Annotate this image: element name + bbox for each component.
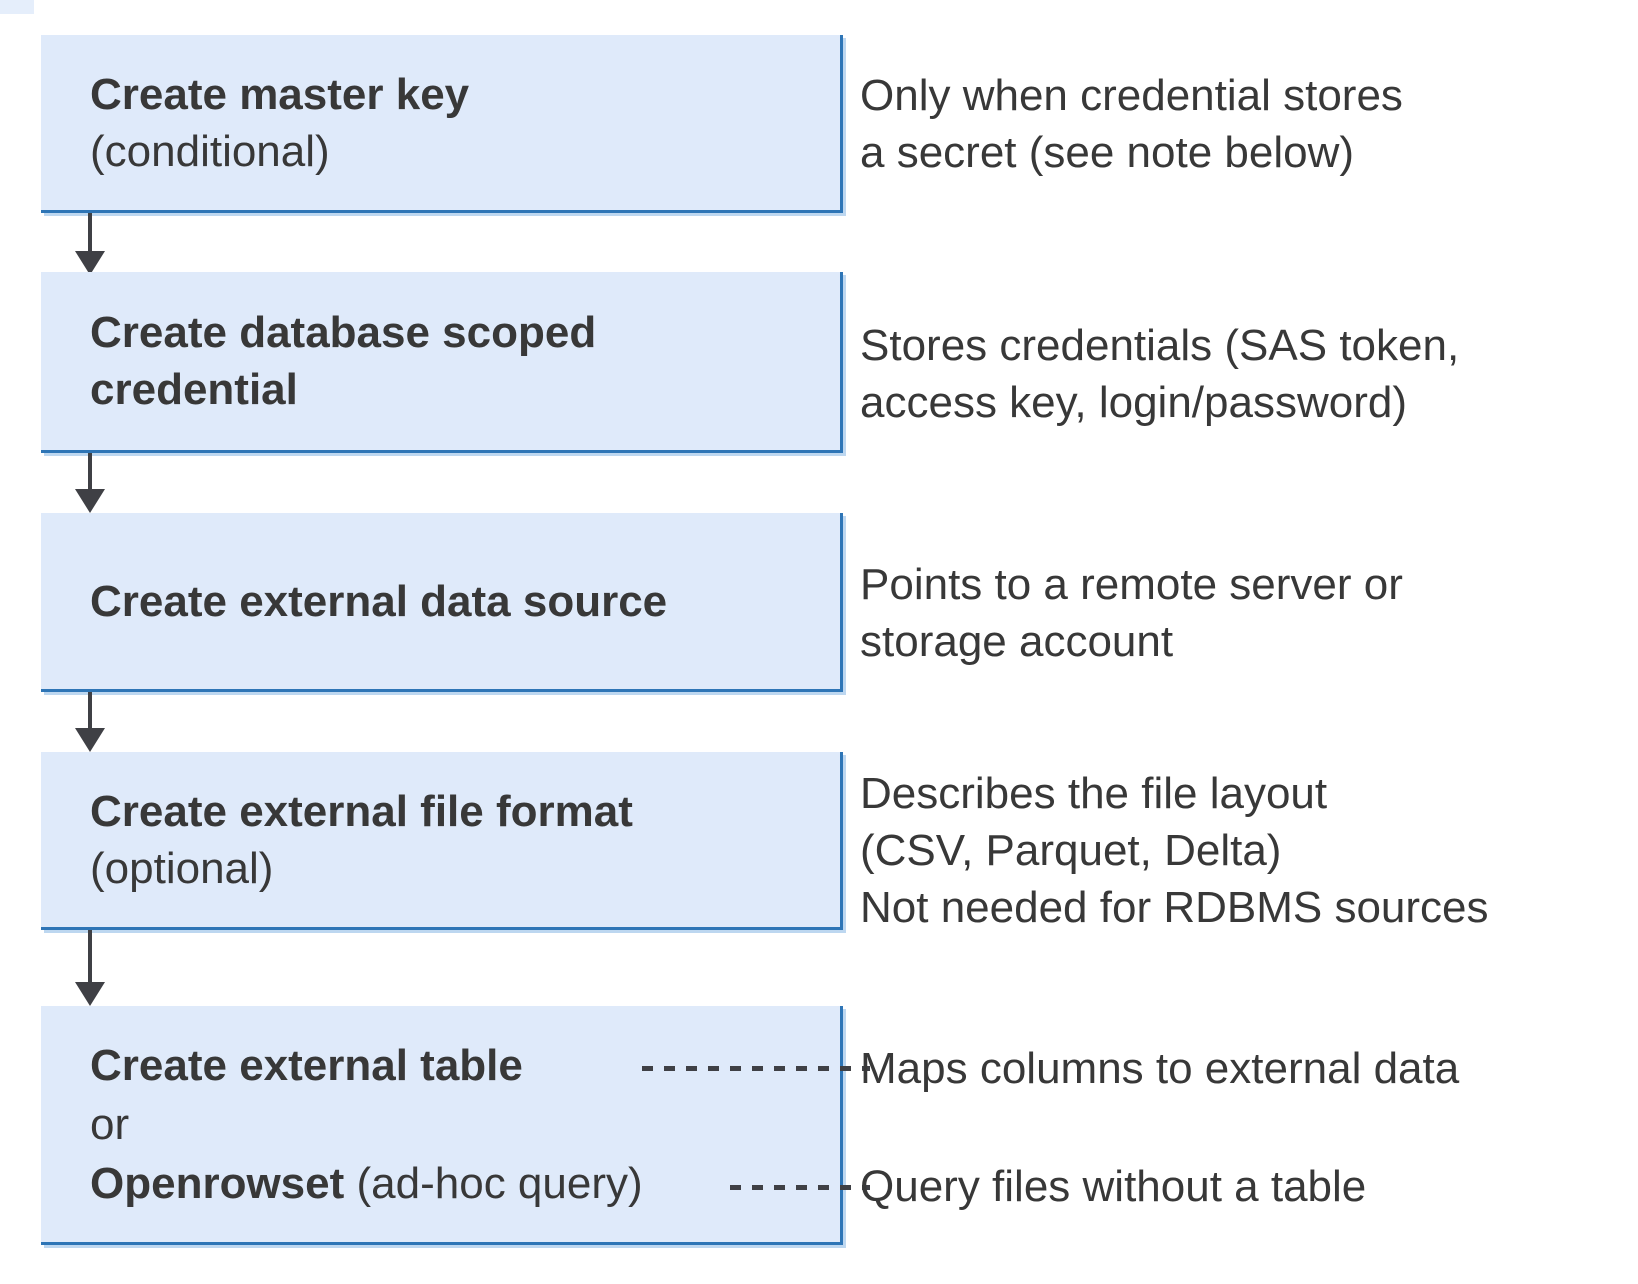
note-external-table: Maps columns to external data [860, 1040, 1459, 1097]
note-line: Describes the file layout [860, 769, 1328, 818]
dashed-connector-icon [730, 1185, 870, 1190]
arrow-head [75, 728, 105, 752]
arrow-down-icon [75, 453, 105, 513]
step-box-create-master-key: Create master key (conditional) [41, 35, 843, 213]
step-title-openrowset: Openrowset [90, 1158, 345, 1208]
dashed-connector-icon [642, 1066, 870, 1071]
step-subtitle: (conditional) [90, 126, 330, 176]
arrow-head [75, 982, 105, 1006]
arrow-head [75, 489, 105, 513]
note-line: Not needed for RDBMS sources [860, 883, 1489, 932]
note-master-key: Only when credential stores a secret (se… [860, 67, 1403, 181]
arrow-stem [88, 453, 92, 489]
cropped-shape-sliver [0, 0, 34, 14]
arrow-down-icon [75, 930, 105, 1006]
step-title: Create database scoped credential [90, 308, 597, 414]
step-title: Create master key [90, 69, 470, 119]
step-openrowset-line: Openrowset (ad-hoc query) [90, 1154, 750, 1213]
note-line: Query files without a table [860, 1162, 1367, 1211]
step-openrowset-suffix: (ad-hoc query) [344, 1158, 643, 1208]
note-file-format: Describes the file layout (CSV, Parquet,… [860, 765, 1489, 936]
step-box-create-database-scoped-credential: Create database scoped credential [41, 272, 843, 453]
note-scoped-credential: Stores credentials (SAS token, access ke… [860, 317, 1459, 431]
step-box-create-external-file-format: Create external file format (optional) [41, 752, 843, 930]
note-line: a secret (see note below) [860, 128, 1355, 177]
arrow-down-icon [75, 692, 105, 752]
note-data-source: Points to a remote server or storage acc… [860, 556, 1403, 670]
step-or-label: or [90, 1099, 130, 1149]
arrow-head [75, 251, 105, 275]
note-line: Stores credentials (SAS token, [860, 321, 1460, 370]
step-box-create-external-table-or-openrowset: Create external table or Openrowset (ad-… [41, 1006, 843, 1245]
step-box-create-external-data-source: Create external data source [41, 513, 843, 692]
note-line: Only when credential stores [860, 71, 1403, 120]
step-title: Create external data source [90, 576, 668, 626]
arrow-stem [88, 692, 92, 728]
note-line: Maps columns to external data [860, 1044, 1460, 1093]
note-line: access key, login/password) [860, 378, 1407, 427]
note-line: (CSV, Parquet, Delta) [860, 826, 1282, 875]
note-line: Points to a remote server or [860, 560, 1403, 609]
step-title: Create external table [90, 1040, 523, 1090]
arrow-stem [88, 930, 92, 982]
note-openrowset: Query files without a table [860, 1158, 1366, 1215]
arrow-stem [88, 213, 92, 251]
step-title: Create external file format [90, 786, 633, 836]
arrow-down-icon [75, 213, 105, 275]
step-subtitle: (optional) [90, 843, 274, 893]
note-line: storage account [860, 617, 1174, 666]
